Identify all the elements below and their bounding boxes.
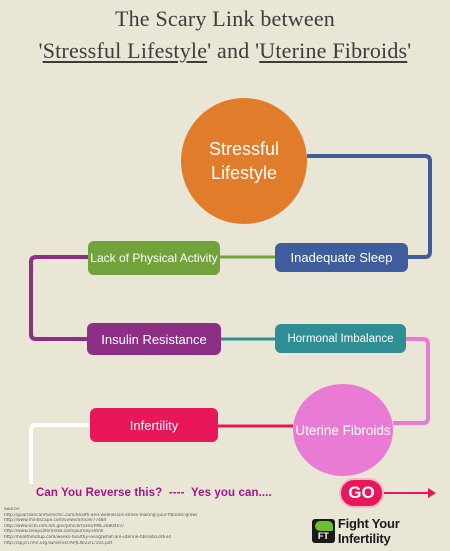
- leaf-logo-icon: FT: [312, 519, 335, 543]
- title-line-2: 'Stressful Lifestyle' and 'Uterine Fibro…: [0, 34, 450, 67]
- brand-logo: FT Fight Your Infertility: [312, 516, 450, 546]
- logo-mark-text: FT: [317, 531, 329, 541]
- title-quote-open: ': [38, 38, 43, 63]
- title-connector: ' and ': [207, 38, 260, 63]
- brand-name: Fight Your Infertility: [337, 516, 400, 546]
- node-uterine-fibroids: Uterine Fibroids: [293, 384, 393, 476]
- source-link[interactable]: http://www.ncbi.nlm.nih.gov/pmc/articles…: [4, 523, 124, 529]
- node-hormonal-imbalance: Hormonal Imbalance: [275, 324, 406, 353]
- connector-infertility-to-cta: [29, 423, 90, 484]
- arrow-right-icon: [428, 488, 436, 498]
- source-link[interactable]: http://healthmotup.com/weeks-healthy-liv…: [4, 534, 171, 540]
- node-infertility: Infertility: [90, 408, 218, 442]
- cta-question: Can You Reverse this? ---- Yes you can..…: [36, 487, 272, 499]
- page-title: The Scary Link between 'Stressful Lifest…: [0, 2, 450, 67]
- title-line-1: The Scary Link between: [114, 6, 336, 31]
- source-link[interactable]: http://guardiancanmorechic.com/health-an…: [4, 512, 198, 518]
- node-inadequate-sleep: Inadequate Sleep: [275, 243, 408, 272]
- connector-activity-to-insulin: [29, 255, 88, 341]
- go-button[interactable]: GO: [339, 478, 384, 508]
- connector-stress-to-sleep: [307, 154, 432, 259]
- source-link[interactable]: http://www.mindscape.com/views/article/7…: [4, 518, 107, 524]
- title-term-stressful-lifestyle: Stressful Lifestyle: [42, 38, 208, 63]
- sources-heading: Source:: [4, 507, 21, 512]
- title-term-uterine-fibroids: Uterine Fibroids: [259, 38, 408, 63]
- node-lack-of-physical-activity: Lack of Physical Activity: [88, 241, 220, 275]
- sources-list: Source: http://guardiancanmorechic.com/h…: [4, 507, 294, 546]
- node-insulin-resistance: Insulin Resistance: [87, 323, 221, 355]
- go-arrow-line: [384, 492, 430, 494]
- source-link[interactable]: http://apjcn.nhri.org.tw/server/APJCN/22…: [4, 540, 113, 546]
- connector-hormonal-to-fibroids: [393, 337, 430, 425]
- source-link[interactable]: http://www.sleepsafemedia.com/journey.sh…: [4, 529, 104, 535]
- title-quote-close: ': [407, 38, 412, 63]
- node-stressful-lifestyle: Stressful Lifestyle: [181, 98, 307, 224]
